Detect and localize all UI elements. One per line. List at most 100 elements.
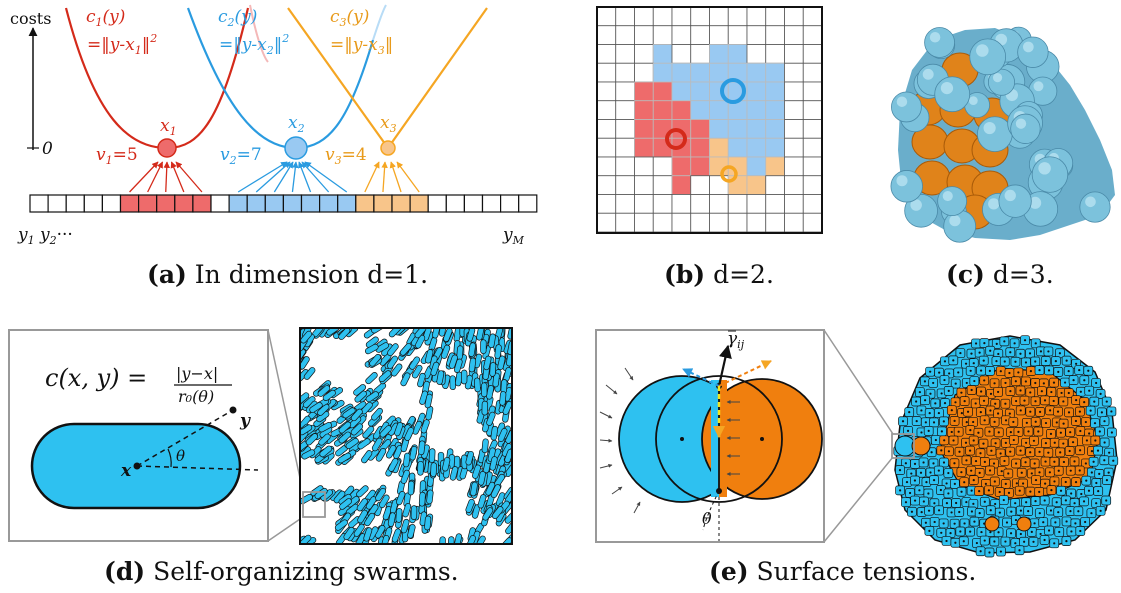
cell-nucleus xyxy=(947,471,950,475)
swarm-particle xyxy=(365,391,379,403)
swarm-particle xyxy=(495,492,506,507)
cell-nucleus xyxy=(1007,472,1010,475)
grid-cell xyxy=(727,25,748,45)
grid-cell xyxy=(652,62,673,83)
assignment-arrows xyxy=(129,161,420,193)
cell-nucleus xyxy=(923,380,927,383)
tangent-guide xyxy=(702,490,720,531)
cell-nucleus xyxy=(1019,532,1022,536)
cell-nucleus xyxy=(996,412,1000,415)
swarm-particle xyxy=(417,460,424,476)
label-y: y xyxy=(239,411,251,431)
cell-nucleus xyxy=(1017,371,1020,374)
blue-bubble xyxy=(969,38,1007,76)
cell-nucleus xyxy=(999,370,1002,373)
point-x3 xyxy=(380,140,396,156)
svg-text:x3: x3 xyxy=(380,113,397,135)
grid-cell xyxy=(596,25,617,45)
cell-nucleus xyxy=(958,450,961,453)
swarm-particle xyxy=(387,355,398,369)
cell-nucleus xyxy=(959,530,962,533)
cell-nucleus xyxy=(1052,381,1056,384)
grid-2d xyxy=(596,6,823,233)
cell-nucleus xyxy=(910,510,914,513)
grid-cell xyxy=(784,62,804,83)
cell-nucleus xyxy=(1078,368,1081,372)
grid-cell xyxy=(596,6,617,27)
cell-nucleus xyxy=(970,469,973,472)
cell-nucleus xyxy=(1070,530,1073,533)
swarm-particle xyxy=(426,489,434,505)
grid-cell xyxy=(615,100,635,120)
cell-nucleus xyxy=(1040,390,1043,393)
cell-nucleus xyxy=(932,381,935,385)
swarm-particle xyxy=(499,391,507,406)
cell-nucleus xyxy=(1007,491,1011,494)
bubble-highlight xyxy=(988,198,1000,210)
grid-cell xyxy=(746,62,767,83)
formula-numerator: |y−x| xyxy=(176,364,218,383)
cell-nucleus xyxy=(943,378,946,382)
swarm-particle xyxy=(470,481,478,497)
cell-nucleus xyxy=(1000,470,1003,473)
strip-cell xyxy=(138,194,158,213)
cell-nucleus xyxy=(1079,449,1082,452)
cell-nucleus xyxy=(929,370,932,373)
point-y-dot xyxy=(229,406,237,414)
grid-cell xyxy=(652,156,673,177)
panel-e: γij θ (e) Surface tensions. xyxy=(595,329,1119,586)
cell-nucleus xyxy=(1029,451,1032,454)
cell-nucleus xyxy=(1003,360,1006,363)
cell-nucleus xyxy=(932,421,936,424)
swarm-particle xyxy=(387,512,396,527)
cell-nucleus xyxy=(1077,510,1080,513)
cell-nucleus xyxy=(1060,391,1063,395)
grid-cell xyxy=(709,100,729,120)
zoom-line-bottom-e xyxy=(823,456,894,543)
cell-nucleus xyxy=(972,420,975,424)
cell-nucleus xyxy=(1058,530,1061,534)
cell-nucleus xyxy=(1103,441,1106,444)
grid-cell xyxy=(802,6,823,27)
cell-nucleus xyxy=(979,411,982,414)
grid-cell xyxy=(765,119,785,139)
grid-cell xyxy=(802,44,823,64)
grid-cell xyxy=(802,119,823,139)
grid-cell xyxy=(596,156,617,177)
cell-nucleus xyxy=(982,359,985,362)
grid-cell xyxy=(765,81,785,102)
cell-nucleus xyxy=(1073,502,1076,505)
cell-nucleus xyxy=(1105,479,1109,482)
cell-nucleus xyxy=(1019,409,1022,412)
cell-nucleus xyxy=(988,551,991,554)
cell-nucleus xyxy=(1082,500,1086,503)
cell-nucleus xyxy=(997,531,1000,534)
cell-nucleus xyxy=(1059,489,1063,492)
cell-nucleus xyxy=(1112,459,1115,462)
swarm-particle xyxy=(387,343,399,357)
swarm-particle xyxy=(491,506,504,520)
swarm-particle xyxy=(505,429,512,444)
bubble-highlight xyxy=(976,44,989,57)
cell-nucleus xyxy=(1019,449,1022,452)
cell-nucleus xyxy=(943,360,947,363)
cell-nucleus xyxy=(964,362,968,365)
swarm-particle xyxy=(353,523,365,537)
swarm-particle xyxy=(309,402,323,413)
svg-text:c3(y): c3(y) xyxy=(330,7,369,29)
label-x: x xyxy=(120,461,132,481)
cell-nucleus xyxy=(950,430,953,434)
grid-cell xyxy=(746,81,767,102)
strip-cell xyxy=(29,194,49,213)
strip-cell xyxy=(228,194,248,213)
cell-nucleus xyxy=(988,469,992,472)
cell-nucleus xyxy=(999,550,1003,553)
bubble-highlight xyxy=(896,175,908,187)
grid-cell xyxy=(652,194,673,214)
swarm-particle xyxy=(318,433,331,446)
swarm-particle xyxy=(486,411,496,426)
edge-cell xyxy=(911,436,931,456)
blue-bubble xyxy=(1017,36,1049,68)
strip-cell xyxy=(319,194,339,213)
cell-nucleus xyxy=(1065,540,1068,543)
